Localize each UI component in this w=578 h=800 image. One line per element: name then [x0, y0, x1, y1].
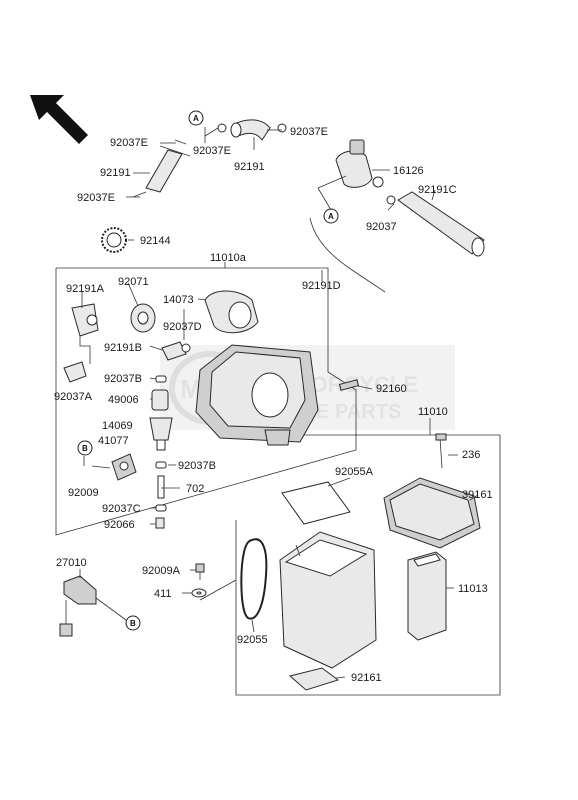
- label-92071: 92071: [118, 276, 149, 288]
- label-92191A: 92191A: [66, 283, 105, 295]
- clip-92037B-lower: [155, 461, 167, 469]
- label-411: 411: [154, 588, 172, 600]
- label-92161: 92161: [351, 672, 382, 684]
- tube-702: [157, 475, 165, 499]
- label-16126: 16126: [393, 165, 424, 177]
- gasket-92055A: [281, 481, 351, 525]
- label-236: 236: [462, 449, 480, 461]
- label-92037E-d: 92037E: [77, 192, 115, 204]
- label-92009A: 92009A: [142, 565, 181, 577]
- clip-92037C: [155, 504, 167, 512]
- leader-lines: [79, 127, 479, 679]
- switch-27010: [59, 575, 97, 637]
- group-outline-11010a: [55, 267, 357, 536]
- pad-92161: [288, 667, 340, 691]
- label-11013: 11013: [458, 583, 488, 595]
- grommet-92071: [130, 303, 156, 333]
- clip-92037A: [63, 361, 87, 383]
- elbow-92191A: [71, 303, 99, 337]
- cap-92037D: [181, 343, 191, 353]
- label-92160: 92160: [376, 383, 407, 395]
- clamp-icons: [132, 123, 287, 198]
- fitting-49006: [151, 389, 169, 411]
- label-92037: 92037: [366, 221, 397, 233]
- label-92191-a: 92191: [100, 167, 131, 179]
- plug-92066: [155, 517, 165, 529]
- label-92191-b: 92191: [234, 161, 265, 173]
- label-92066: 92066: [104, 519, 135, 531]
- clip-92037B-upper: [155, 375, 167, 383]
- label-14069: 14069: [102, 420, 133, 432]
- label-92037A: 92037A: [54, 391, 93, 403]
- label-92037E-b: 92037E: [193, 145, 231, 157]
- hose-92191-right: [230, 119, 271, 141]
- marker-b-bottom: B: [125, 615, 141, 631]
- label-92009: 92009: [68, 487, 99, 499]
- group-outline-11010: [235, 434, 501, 696]
- label-92144: 92144: [140, 235, 171, 247]
- drain-14069: [149, 417, 173, 451]
- duct-14073: [204, 290, 259, 334]
- hose-92191B: [161, 341, 187, 361]
- label-39161: 39161: [462, 489, 493, 501]
- bolt-236: [435, 433, 447, 469]
- hose-92191D: [309, 175, 386, 293]
- air-cleaner-housing: [195, 344, 319, 446]
- label-92037E-c: 92037E: [290, 126, 328, 138]
- bolt-92009: [91, 465, 111, 469]
- air-box-case: [279, 531, 377, 669]
- label-92055A: 92055A: [335, 466, 374, 478]
- label-11010a: 11010a: [210, 252, 247, 264]
- label-92037E-a: 92037E: [110, 137, 148, 149]
- cover-39161: [383, 477, 481, 549]
- label-92037B-a: 92037B: [104, 373, 142, 385]
- label-92037D: 92037D: [163, 321, 202, 333]
- marker-a-right: A: [323, 208, 339, 224]
- label-49006: 49006: [108, 394, 139, 406]
- label-92055: 92055: [237, 634, 268, 646]
- washer-411: [191, 588, 207, 598]
- cap-41077: [111, 453, 137, 481]
- label-14073: 14073: [163, 294, 194, 306]
- svg-text:B: B: [130, 619, 136, 628]
- label-41077: 41077: [98, 435, 129, 447]
- svg-text:B: B: [82, 444, 88, 453]
- svg-text:A: A: [193, 114, 199, 123]
- marker-a-top: A: [188, 110, 204, 126]
- marker-b-left: B: [77, 440, 93, 456]
- label-92037B-b: 92037B: [178, 460, 216, 472]
- bolt-92009A: [195, 563, 205, 580]
- label-11010: 11010: [418, 406, 448, 418]
- ring-92144: [101, 227, 127, 253]
- label-92191C: 92191C: [418, 184, 457, 196]
- front-arrow-icon: [30, 95, 88, 144]
- label-92191B: 92191B: [104, 342, 142, 354]
- filter-11013: [407, 551, 447, 641]
- label-92191D: 92191D: [302, 280, 341, 292]
- hose-92191-left: [145, 145, 191, 193]
- label-702: 702: [186, 483, 204, 495]
- oring-92055: [240, 538, 268, 620]
- plate-92160: [338, 379, 360, 391]
- valve-16126: [335, 139, 384, 188]
- svg-text:A: A: [328, 212, 334, 221]
- label-92037C: 92037C: [102, 503, 141, 515]
- label-27010: 27010: [56, 557, 87, 569]
- hose-92191C: [386, 191, 485, 257]
